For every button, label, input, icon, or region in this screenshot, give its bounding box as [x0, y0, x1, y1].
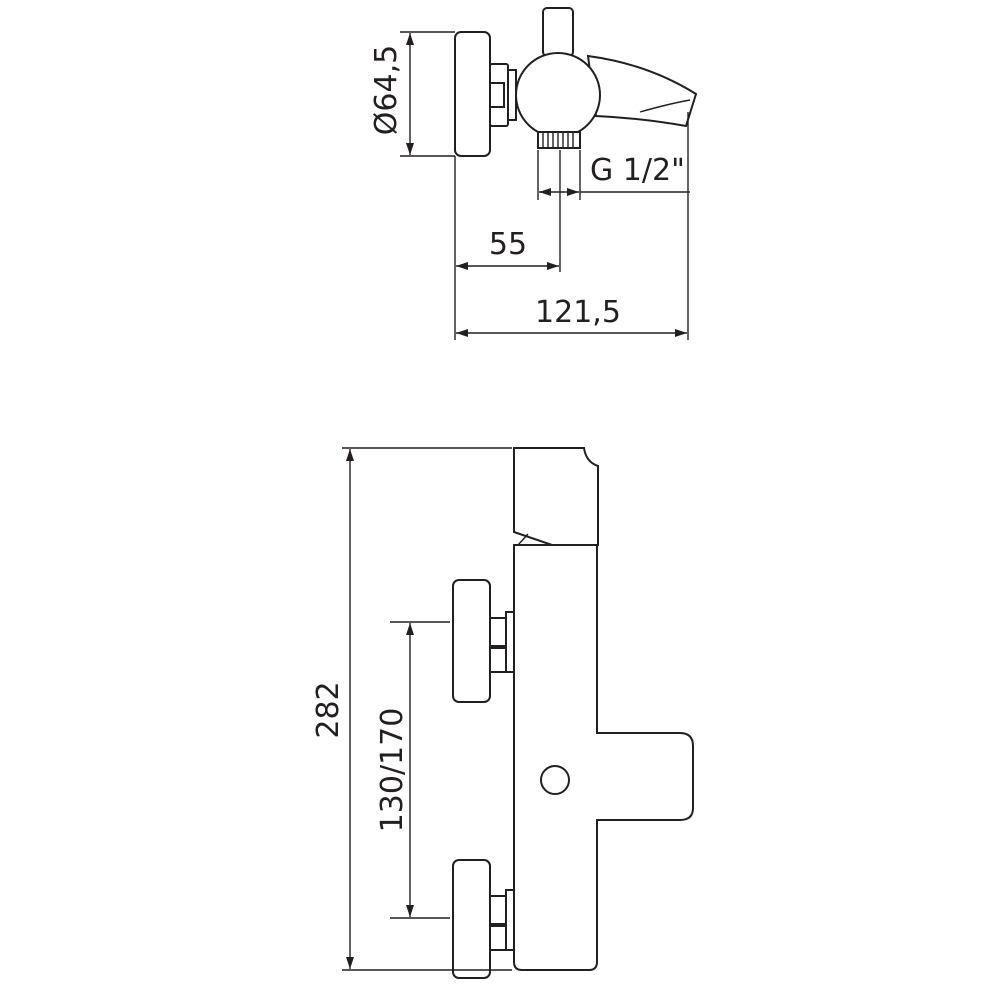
thread-dimension: G 1/2"	[537, 150, 690, 200]
thread-label: G 1/2"	[590, 153, 685, 188]
offset-label: 55	[489, 227, 527, 262]
front-body-hole	[540, 765, 570, 795]
top-thread-outlet	[537, 131, 581, 149]
top-view: Ø64,5 G 1/2" 55 121,5	[369, 7, 698, 340]
front-cap-bevel	[517, 533, 529, 546]
spacing-dimension: 130/170	[375, 621, 450, 919]
front-top-cap	[513, 447, 599, 546]
front-upper-connector	[452, 579, 515, 703]
diameter-dimension: Ø64,5	[369, 31, 455, 157]
top-spout	[586, 54, 698, 128]
top-wall-escutcheon	[454, 31, 491, 157]
diameter-label: Ø64,5	[369, 45, 404, 135]
top-body-circle	[515, 52, 601, 138]
depth-dimension: 121,5	[454, 112, 689, 340]
top-connector-nut	[489, 63, 517, 127]
front-main-body	[513, 544, 694, 971]
top-spout-inner-line	[639, 99, 691, 113]
height-dimension: 282	[311, 447, 512, 971]
spacing-label: 130/170	[375, 708, 410, 833]
front-lower-connector	[452, 859, 515, 979]
depth-label: 121,5	[535, 295, 621, 330]
offset-dimension: 55	[456, 150, 561, 272]
top-handle-stem	[542, 7, 574, 57]
height-label: 282	[311, 681, 346, 738]
front-view: 282 130/170	[311, 447, 694, 979]
